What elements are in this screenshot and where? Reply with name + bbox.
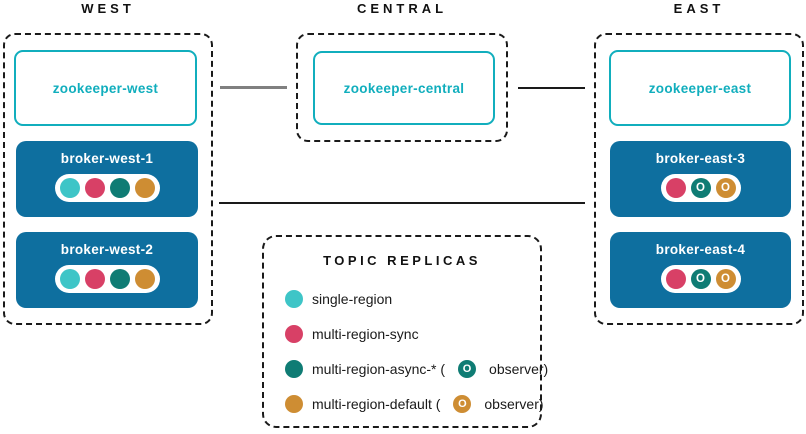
broker-label: broker-west-2	[60, 242, 154, 257]
region-central: zookeeper-central	[296, 33, 508, 142]
region-title-west: WEST	[81, 1, 135, 16]
region-title-central: CENTRAL	[356, 1, 448, 16]
observer-badge-icon: O	[458, 360, 477, 378]
legend-item-multi-region-default: multi-region-default ( O observer)	[285, 395, 544, 413]
legend-dot-multi-region-default	[285, 395, 303, 413]
replica-dot-multi-region-sync	[84, 178, 105, 198]
legend-item-multi-region-sync: multi-region-sync	[285, 325, 540, 343]
replica-pill	[54, 265, 160, 293]
legend-item-multi-region-async: multi-region-async-* ( O observer)	[285, 360, 548, 378]
legend-item-label-suffix: observer)	[489, 361, 549, 377]
region-east: zookeeper-east broker-east-3 O O broker-…	[594, 33, 804, 325]
legend-item-single-region: single-region	[285, 290, 540, 308]
legend-dot-single-region	[285, 290, 303, 308]
connector-brokers-west-east	[219, 202, 585, 204]
zookeeper-west-node: zookeeper-west	[14, 50, 197, 126]
region-title-east: EAST	[673, 1, 725, 16]
legend-title: TOPIC REPLICAS	[323, 253, 481, 268]
replica-dot-multi-region-async	[109, 178, 130, 198]
replica-pill: O O	[660, 265, 741, 293]
broker-east-4: broker-east-4 O O	[610, 232, 791, 308]
region-west: zookeeper-west broker-west-1 broker-west…	[3, 33, 213, 325]
broker-label: broker-east-4	[655, 242, 746, 257]
replica-dot-multi-region-sync	[665, 178, 686, 198]
zookeeper-central-label: zookeeper-central	[343, 80, 465, 96]
replica-dot-single-region	[59, 269, 80, 289]
replica-dot-multi-region-default-observer: O	[715, 178, 736, 198]
connector-zookeeper-west-central	[220, 86, 287, 89]
zookeeper-west-label: zookeeper-west	[52, 80, 159, 96]
legend-dot-multi-region-async	[285, 360, 303, 378]
broker-west-1: broker-west-1	[16, 141, 198, 217]
replica-dot-multi-region-sync	[665, 269, 686, 289]
zookeeper-central-node: zookeeper-central	[313, 51, 495, 125]
legend-item-label: multi-region-async-* (	[312, 361, 446, 377]
legend-items: single-region multi-region-sync multi-re…	[264, 290, 548, 413]
replica-dot-multi-region-default-observer: O	[715, 269, 736, 289]
legend-topic-replicas: TOPIC REPLICAS single-region multi-regio…	[262, 235, 548, 428]
broker-east-3: broker-east-3 O O	[610, 141, 791, 217]
replica-dot-multi-region-default	[134, 178, 155, 198]
broker-label: broker-east-3	[655, 151, 746, 166]
replica-dot-single-region	[59, 178, 80, 198]
zookeeper-east-label: zookeeper-east	[648, 80, 752, 96]
observer-badge-icon: O	[453, 395, 472, 413]
replica-dot-multi-region-sync	[84, 269, 105, 289]
connector-zookeeper-central-east	[518, 87, 585, 89]
legend-item-label-suffix: observer)	[484, 396, 544, 412]
replica-dot-multi-region-async-observer: O	[690, 269, 711, 289]
replica-dot-multi-region-async-observer: O	[690, 178, 711, 198]
legend-dot-multi-region-sync	[285, 325, 303, 343]
legend-item-label: single-region	[312, 291, 393, 307]
replica-dot-multi-region-async	[109, 269, 130, 289]
replica-dot-multi-region-default	[134, 269, 155, 289]
legend-item-label: multi-region-sync	[312, 326, 419, 342]
replica-pill: O O	[660, 174, 741, 202]
zookeeper-east-node: zookeeper-east	[609, 50, 791, 126]
replica-pill	[54, 174, 160, 202]
legend-item-label: multi-region-default (	[312, 396, 441, 412]
broker-label: broker-west-1	[60, 151, 154, 166]
broker-west-2: broker-west-2	[16, 232, 198, 308]
